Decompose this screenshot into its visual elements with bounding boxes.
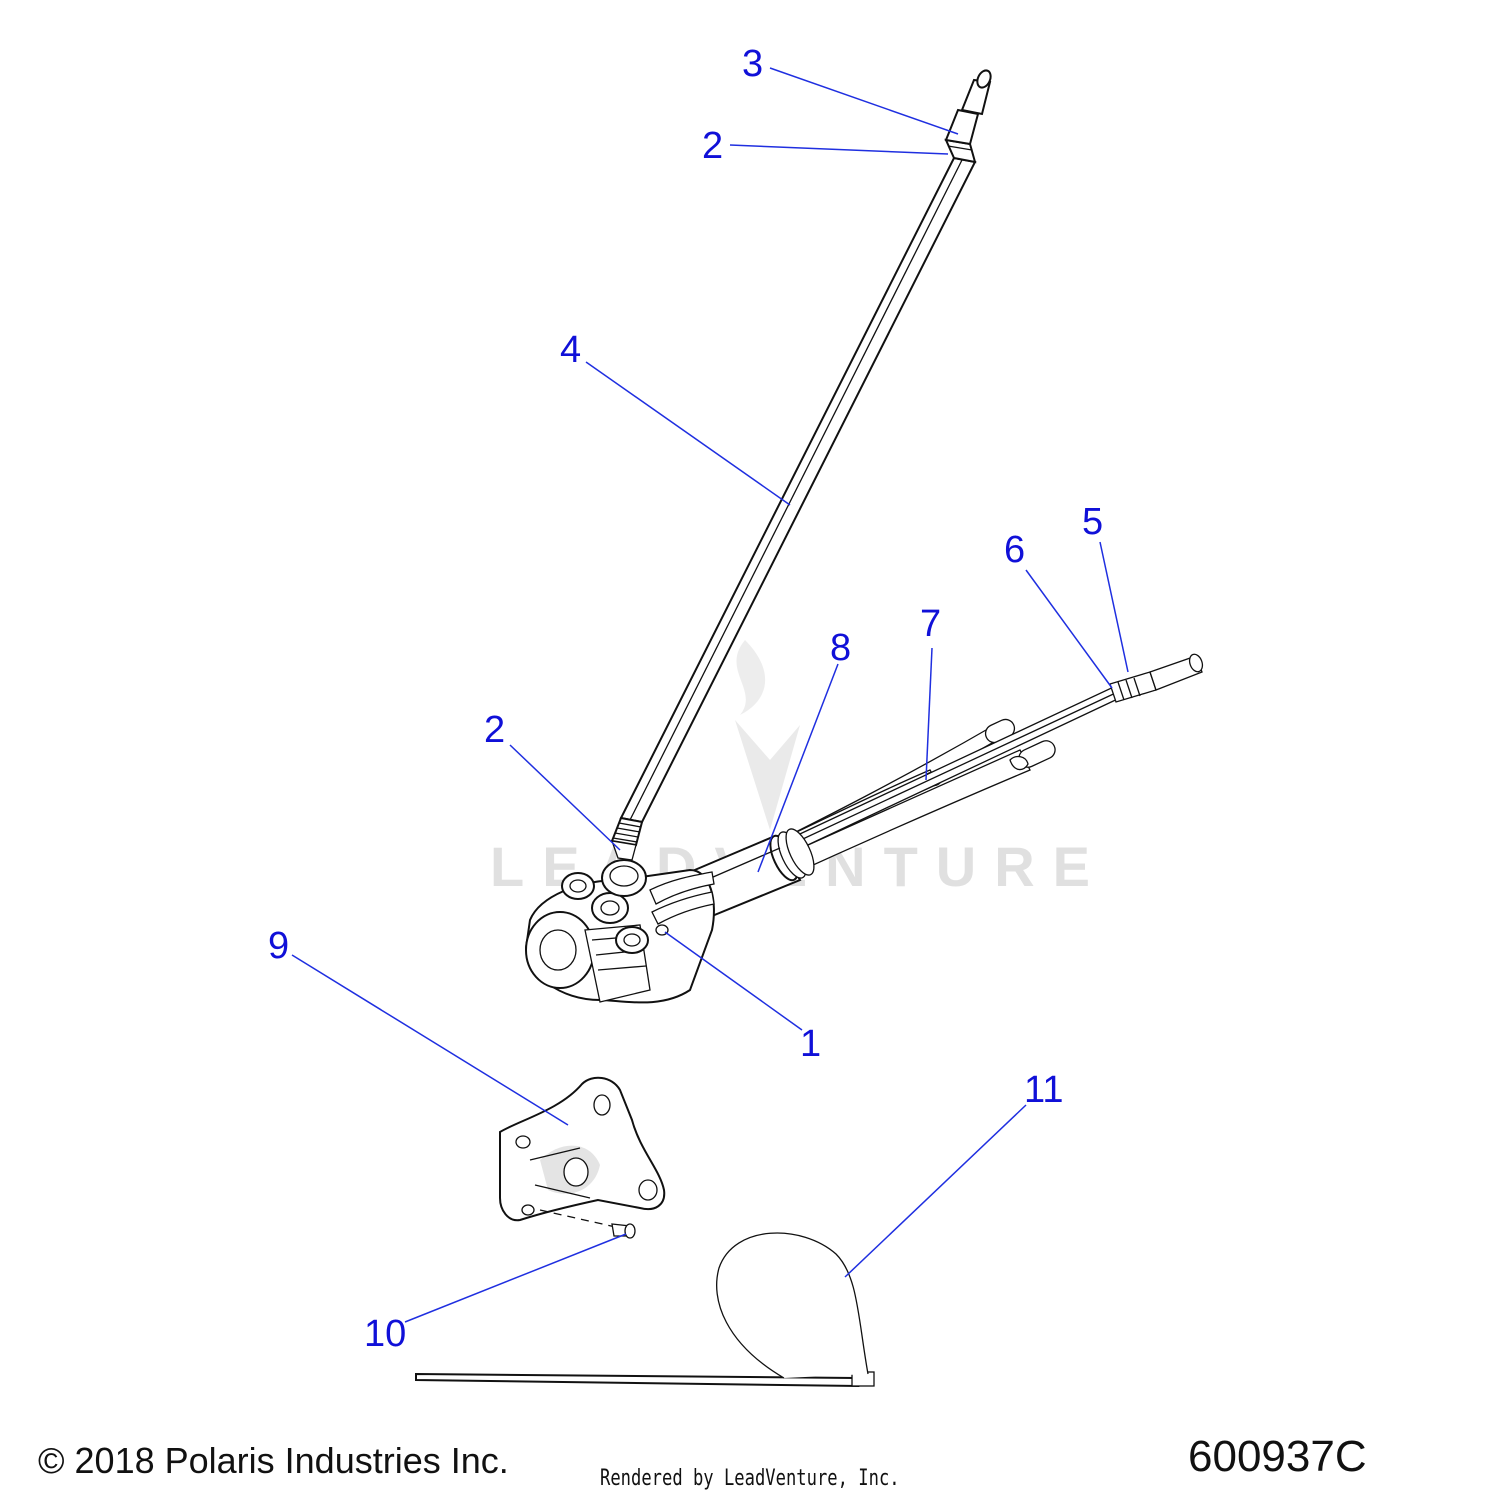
callout-6[interactable]: 6	[1004, 529, 1025, 571]
part-11-cable-tie[interactable]	[415, 1232, 875, 1388]
leader-4	[585, 361, 791, 506]
callout-11[interactable]: 11	[1024, 1069, 1063, 1111]
callout-4[interactable]: 4	[560, 329, 581, 371]
shaft-bellows	[610, 816, 644, 861]
leader-2-bottom	[509, 744, 621, 851]
copyright-notice: © 2018 Polaris Industries Inc.	[38, 1440, 509, 1481]
part-1-actuator-housing[interactable]	[524, 859, 715, 1004]
rendered-by-note: Rendered by LeadVenture, Inc.	[600, 1466, 900, 1491]
callout-3[interactable]: 3	[742, 43, 763, 85]
callout-1[interactable]: 1	[800, 1023, 821, 1065]
leader-6	[1025, 569, 1113, 689]
leader-3	[769, 67, 959, 135]
leader-5	[1099, 541, 1129, 673]
leader-lines	[291, 67, 1129, 1323]
part-10-screw[interactable]	[539, 1209, 636, 1239]
part-5-6-cable[interactable]	[769, 652, 1205, 861]
callout-10[interactable]: 10	[364, 1313, 406, 1355]
leader-2-top	[729, 144, 949, 155]
diagram-part-number: 600937C	[1188, 1432, 1367, 1481]
leader-11	[844, 1104, 1027, 1278]
callout-9[interactable]: 9	[268, 925, 289, 967]
callout-numbers: 3 2 4 2 8 7 6 5 1 9 10 11	[268, 43, 1103, 1355]
callout-8[interactable]: 8	[830, 627, 851, 669]
callout-5[interactable]: 5	[1082, 501, 1103, 543]
part-4-shaft[interactable]	[610, 68, 993, 861]
leader-8	[757, 663, 839, 873]
part-8-sleeve[interactable]	[688, 825, 820, 918]
leader-9	[291, 954, 569, 1126]
callout-2-top[interactable]: 2	[702, 125, 723, 167]
callout-2-bottom[interactable]: 2	[484, 709, 505, 751]
leader-10	[404, 1233, 627, 1323]
leader-7	[925, 647, 933, 781]
callout-7[interactable]: 7	[920, 603, 941, 645]
part-9-bracket[interactable]	[499, 1076, 666, 1222]
leader-1	[664, 931, 803, 1031]
